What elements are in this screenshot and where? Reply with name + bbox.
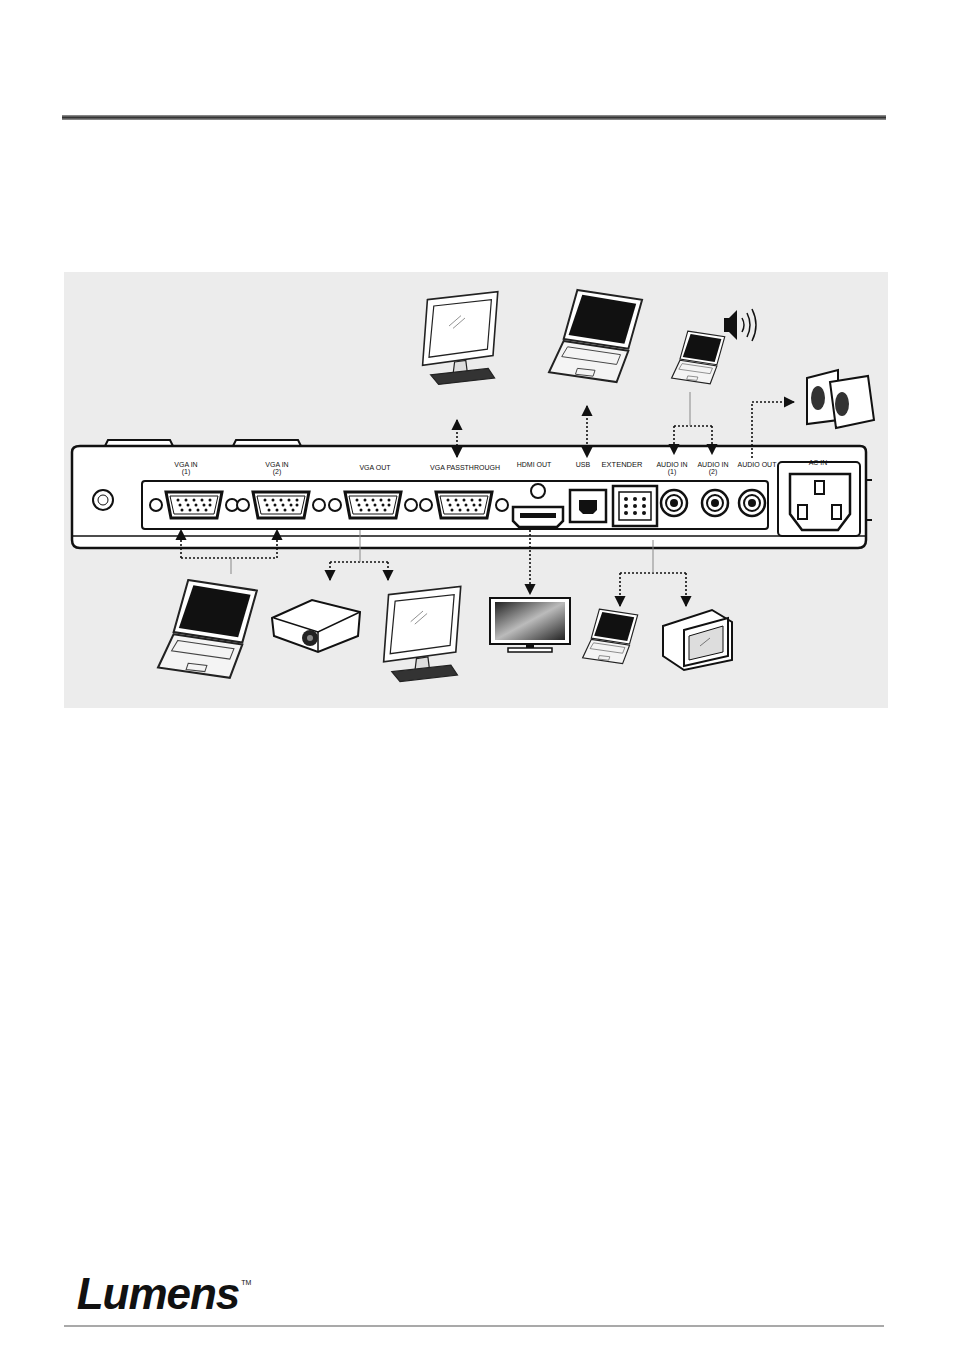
ac-inlet bbox=[790, 474, 850, 530]
port-label: VGA IN (1) bbox=[171, 461, 201, 476]
port-label: EXTENDER bbox=[602, 461, 643, 469]
port-label: AUDIO OUT bbox=[738, 461, 777, 468]
laptop bbox=[549, 290, 642, 382]
projector bbox=[272, 600, 360, 652]
port-label: VGA PASSTHROUGH bbox=[430, 464, 500, 471]
port-label: VGA OUT bbox=[359, 464, 390, 471]
hdmi-port bbox=[513, 507, 563, 527]
monitor bbox=[384, 586, 461, 681]
port-label: HDMI OUT bbox=[517, 461, 552, 468]
port-label: USB bbox=[576, 461, 590, 468]
monitor bbox=[423, 292, 498, 385]
trademark-mark: TM bbox=[241, 1279, 251, 1286]
laptop bbox=[583, 609, 638, 664]
audio-jack bbox=[661, 490, 687, 516]
vga-port bbox=[329, 492, 417, 518]
header-rule bbox=[62, 115, 886, 120]
figure-ground bbox=[64, 272, 888, 708]
extender-port bbox=[613, 486, 657, 526]
speaker-icon bbox=[724, 309, 756, 341]
flat-tv bbox=[490, 598, 570, 652]
usb-port bbox=[570, 490, 606, 522]
vga-port bbox=[150, 492, 238, 518]
status-led bbox=[531, 484, 545, 498]
connection-arrows bbox=[181, 402, 794, 606]
laptop bbox=[158, 580, 257, 678]
ports bbox=[150, 474, 850, 530]
footer-rule bbox=[64, 1325, 884, 1326]
brand-logo: Lumens bbox=[77, 1272, 240, 1316]
audio-jack bbox=[739, 490, 765, 516]
speakers bbox=[807, 370, 874, 428]
port-label: VGA IN (2) bbox=[262, 461, 292, 476]
vga-port bbox=[237, 492, 325, 518]
audio-jack bbox=[702, 490, 728, 516]
leader-lines bbox=[231, 392, 690, 574]
port-label: AC IN bbox=[809, 459, 828, 466]
crt-monitor bbox=[663, 610, 732, 670]
laptop bbox=[672, 331, 725, 384]
port-label: AUDIO IN (2) bbox=[696, 461, 730, 476]
port-label: AUDIO IN (1) bbox=[655, 461, 689, 476]
vga-port bbox=[420, 492, 508, 518]
